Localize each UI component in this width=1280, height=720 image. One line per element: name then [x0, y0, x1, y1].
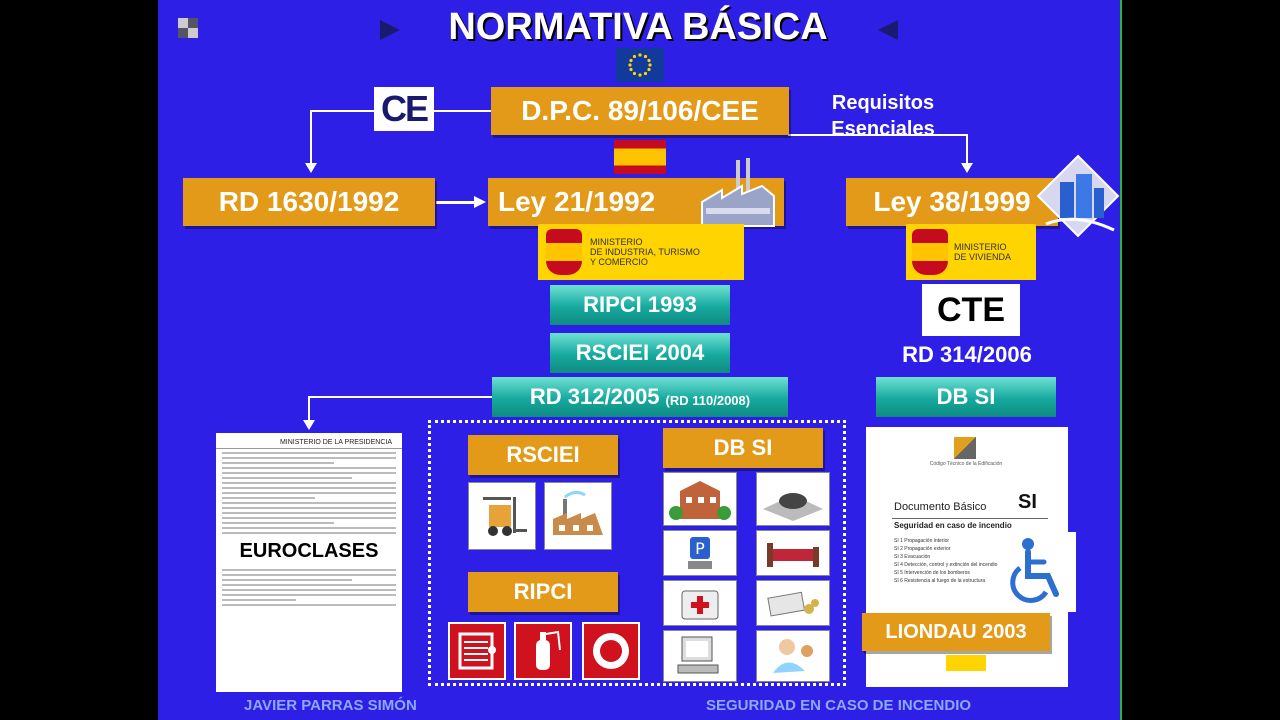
- ley38-box[interactable]: Ley 38/1999: [846, 178, 1058, 226]
- index-item: SI 3 Evacuación: [894, 554, 931, 560]
- slide: NORMATIVA BÁSICA CE D.P.C. 89/106/CEE Re…: [158, 0, 1120, 720]
- spain-flag-icon: [614, 140, 666, 174]
- footer-author: JAVIER PARRAS SIMÓN: [244, 697, 417, 714]
- connector-left-vertical: [310, 110, 312, 165]
- spain-gov-logo-icon: [946, 655, 986, 671]
- index-item: SI 1 Propagación interior: [894, 538, 950, 544]
- rd312-note: (RD 110/2008): [665, 392, 751, 408]
- documento-subtitle: Seguridad en caso de incendio: [894, 521, 1012, 530]
- factory-icon: [698, 156, 778, 232]
- documento-basico-title: Documento Básico: [894, 501, 987, 513]
- cte-label: CTE: [937, 290, 1005, 329]
- connector-rd-ley-line: [436, 201, 476, 204]
- ministerio-vivienda-logo: MINISTERIO DE VIVIENDA: [906, 224, 1036, 280]
- dbsi-teal-box[interactable]: DB SI: [876, 377, 1056, 417]
- index-item: SI 2 Propagación exterior: [894, 546, 951, 552]
- buildings-icon: [1036, 154, 1120, 240]
- arrow-down-left-icon: [305, 163, 317, 173]
- arrow-right-icon: [878, 20, 898, 40]
- dbsi-teal-label: DB SI: [936, 384, 996, 409]
- page-title: NORMATIVA BÁSICA: [448, 6, 828, 48]
- bed-icon: [756, 530, 830, 576]
- rd1630-label: RD 1630/1992: [218, 186, 400, 217]
- dpc-box[interactable]: D.P.C. 89/106/CEE: [491, 87, 789, 135]
- requisitos-label: Requisitos Esenciales: [831, 92, 935, 140]
- footer-topic: SEGURIDAD EN CASO DE INCENDIO: [706, 697, 972, 714]
- connector-right-vertical: [966, 134, 968, 164]
- ce-label: CE: [380, 88, 429, 129]
- index-item: SI 6 Resistencia al fuego de la estructu…: [894, 578, 986, 584]
- dpc-label: D.P.C. 89/106/CEE: [521, 95, 759, 126]
- industry-icon: [544, 482, 612, 550]
- index-item: SI 4 Detección, control y extinción del …: [894, 562, 998, 568]
- ley21-label: Ley 21/1992: [498, 186, 656, 217]
- ripci-1993-box[interactable]: RIPCI 1993: [550, 285, 730, 325]
- rsciei-box[interactable]: RSCIEI: [468, 435, 618, 475]
- euroclases-document: MINISTERIO DE LA PRESIDENCIA EUROCLASES: [216, 433, 402, 692]
- connector-euroclases-line: [308, 396, 492, 398]
- ripci-box[interactable]: RIPCI: [468, 572, 618, 612]
- ripci-1993-label: RIPCI 1993: [583, 292, 697, 317]
- rd314-label: RD 314/2006: [902, 342, 1032, 367]
- forklift-icon: [468, 482, 536, 550]
- person-icon: [756, 630, 830, 682]
- arrow-down-doc-icon: [303, 420, 315, 430]
- rd312-box[interactable]: RD 312/2005 (RD 110/2008): [492, 377, 788, 417]
- euroclases-label: EUROCLASES: [216, 540, 402, 563]
- coat-of-arms-icon: [912, 229, 948, 275]
- center-panel: [428, 420, 846, 686]
- hatch-icon: [756, 472, 830, 526]
- building-fire-icon: [663, 472, 737, 526]
- fire-extinguisher-icon: [514, 622, 572, 680]
- rsciei-label: RSCIEI: [506, 442, 580, 467]
- fire-hose-icon: [448, 622, 506, 680]
- first-aid-icon: [663, 580, 737, 626]
- documento-index: SI 1 Propagación interior SI 2 Propagaci…: [894, 537, 1044, 585]
- document-header: MINISTERIO DE LA PRESIDENCIA: [216, 433, 402, 449]
- ley38-label: Ley 38/1999: [873, 186, 1031, 217]
- liondau-box[interactable]: LIONDAU 2003: [862, 613, 1050, 651]
- rsciei-2004-label: RSCIEI 2004: [575, 340, 705, 365]
- ripci-label: RIPCI: [513, 579, 573, 604]
- ministerio-industria-logo: MINISTERIO DE INDUSTRIA, TURISMO Y COMER…: [538, 224, 744, 280]
- right-edge-line: [1120, 0, 1122, 720]
- cte-logo-icon: [954, 437, 976, 459]
- svg-text:P: P: [695, 539, 705, 558]
- ministerio-industria-label: MINISTERIO DE INDUSTRIA, TURISMO Y COMER…: [590, 237, 700, 267]
- ministerio-vivienda-label: MINISTERIO DE VIVIENDA: [954, 242, 1012, 262]
- rd1630-box[interactable]: RD 1630/1992: [183, 178, 435, 226]
- computer-icon: [663, 630, 737, 682]
- arrow-right-small-icon: [474, 196, 486, 208]
- arrow-down-right-icon: [961, 163, 973, 173]
- dbsi-box[interactable]: DB SI: [663, 428, 823, 468]
- connector-euroclases-vertical: [308, 396, 310, 422]
- arrow-left-icon: [380, 20, 400, 40]
- rsciei-2004-box[interactable]: RSCIEI 2004: [550, 333, 730, 373]
- fire-alarm-icon: [582, 622, 640, 680]
- slide-corner-icon: [178, 18, 198, 38]
- money-icon: [756, 580, 830, 626]
- documento-si-label: SI: [1018, 491, 1037, 513]
- wheelchair-icon: [998, 532, 1076, 612]
- coat-of-arms-icon: [546, 229, 582, 275]
- rd312-label: RD 312/2005: [529, 384, 660, 409]
- liondau-label: LIONDAU 2003: [885, 620, 1027, 643]
- parking-icon: P: [663, 530, 737, 576]
- dbsi-label: DB SI: [713, 435, 773, 460]
- eu-flag-icon: [616, 48, 664, 82]
- connector-right-line: [788, 134, 968, 136]
- cte-box[interactable]: CTE: [922, 284, 1020, 336]
- index-item: SI 5 Intervención de los bomberos: [894, 570, 970, 576]
- ce-mark: CE: [374, 87, 434, 131]
- cte-logo-label: Código Técnico de la Edificación: [929, 461, 1003, 467]
